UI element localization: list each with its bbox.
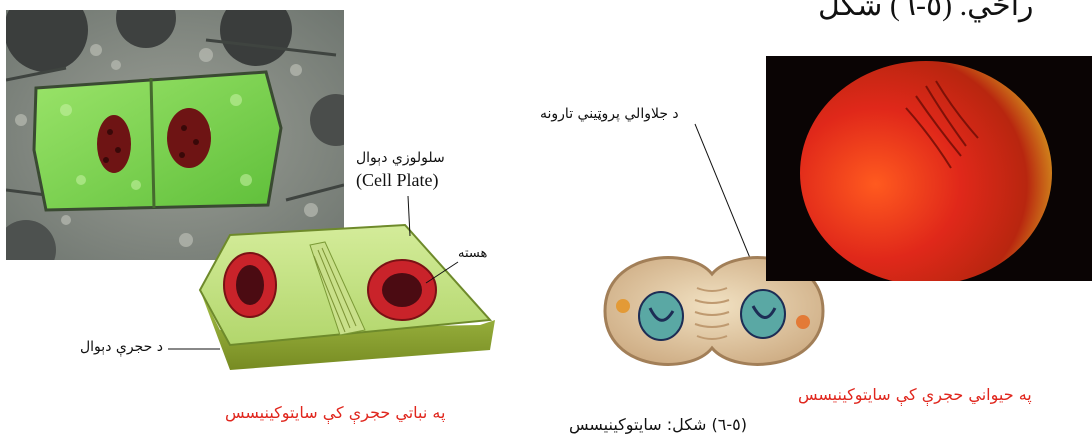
cell-plate-label: سلولوزي دېوال xyxy=(356,150,445,166)
figure-caption: (٥-٦) شکل: سايتوکينيسس xyxy=(569,415,747,434)
nucleus-label: هسته xyxy=(458,246,487,261)
protein-fibers-label: د جلاوالي پروټيني تارونه xyxy=(540,106,679,122)
plant-cytokinesis-caption: په نباتي حجرې کې سايتوکينيسس xyxy=(225,403,445,422)
cell-wall-label: د حجرې دېوال xyxy=(80,339,163,355)
animal-egg-photo xyxy=(766,56,1092,281)
animal-cytokinesis-caption: په حيواني حجرې کې سايتوکينيسس xyxy=(798,385,1032,404)
cell-plate-english-label: (Cell Plate) xyxy=(356,170,438,191)
